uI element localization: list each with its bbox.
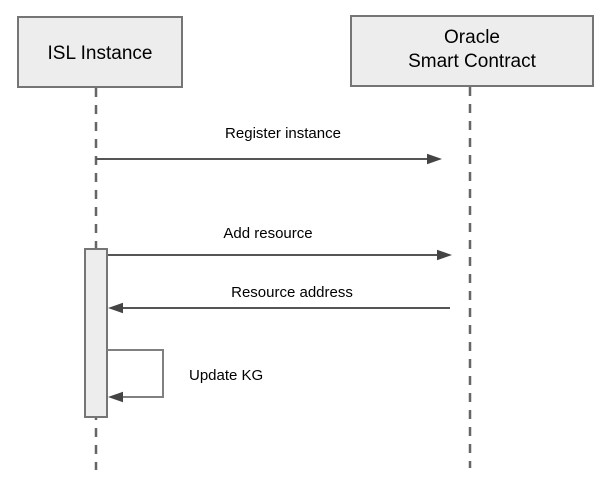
arrowhead-add-resource	[437, 249, 452, 261]
arrowhead-update-kg	[108, 391, 123, 403]
actor-label-oracle-line1: Oracle	[444, 27, 500, 48]
message-label-add-resource: Add resource	[223, 225, 312, 242]
message-label-resource-address: Resource address	[231, 284, 353, 301]
activation-bar-isl-instance	[84, 248, 108, 418]
message-label-register-instance: Register instance	[225, 125, 341, 142]
actor-box-oracle-smart-contract	[350, 15, 594, 87]
actor-label-oracle-line2: Smart Contract	[408, 51, 536, 72]
arrowhead-resource-address	[108, 302, 123, 314]
actor-box-isl-instance	[17, 16, 183, 88]
actor-label-isl-instance: ISL Instance	[48, 43, 153, 64]
self-message-line-update-kg	[107, 349, 164, 398]
message-label-update-kg: Update KG	[189, 367, 263, 384]
arrowhead-register-instance	[427, 153, 442, 165]
